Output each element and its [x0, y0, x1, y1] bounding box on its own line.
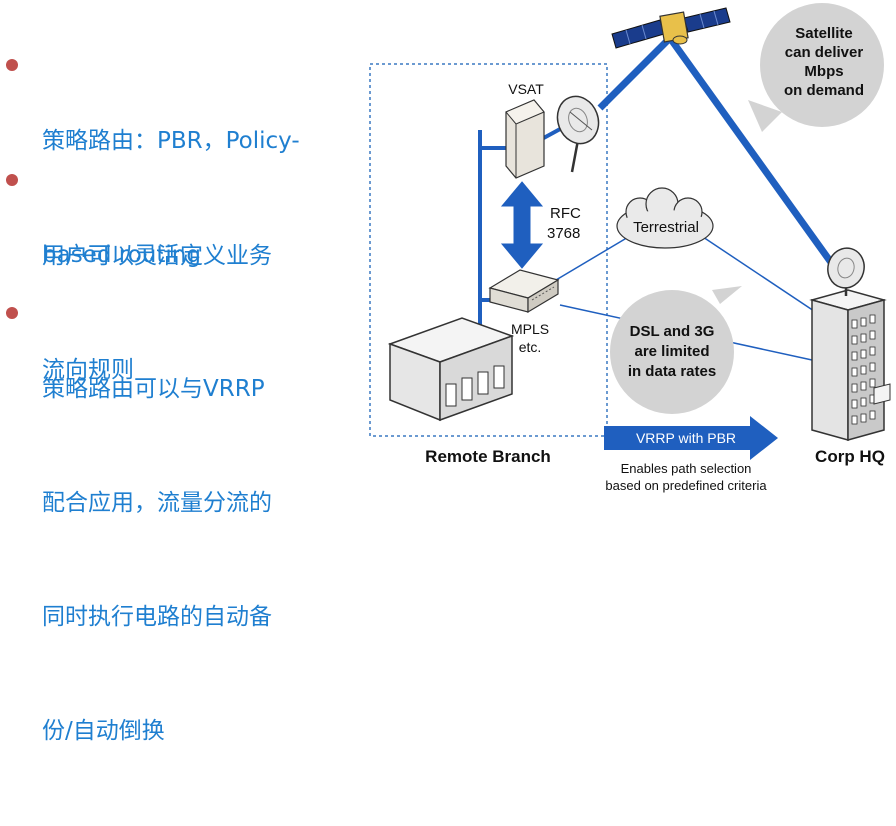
satellite-bubble	[748, 3, 884, 132]
satellite-bubble-line3: Mbps	[804, 63, 843, 80]
caption-line2: based on predefined criteria	[605, 478, 767, 493]
dsl-bubble	[610, 286, 742, 414]
satellite-downlink	[667, 35, 838, 271]
satellite-bubble-line2: can deliver	[785, 44, 864, 61]
bullet-dot	[6, 307, 18, 319]
remote-branch-label: Remote Branch	[425, 447, 551, 466]
satellite-bubble-line4: on demand	[784, 82, 864, 99]
bullet-text: 策略路由：PBR，Policy- based routing	[42, 46, 342, 350]
vsat-dish-icon	[556, 95, 600, 173]
terrestrial-label: Terrestrial	[633, 219, 699, 236]
rfc-label-line1: RFC	[550, 205, 581, 222]
bullet-line: 用户可以灵活定义业务	[42, 243, 272, 269]
vsat-label: VSAT	[508, 81, 544, 97]
satellite-icon	[611, 7, 731, 49]
bullet-line: 流向规则	[42, 357, 134, 383]
remote-branch-building	[387, 317, 515, 422]
vsat-modem	[505, 99, 545, 179]
mpls-label-line1: MPLS	[511, 321, 549, 337]
rfc-double-arrow	[500, 181, 544, 269]
vrrp-arrow	[604, 416, 778, 460]
bullet-line: 同时执行电路的自动备	[42, 604, 272, 630]
mpls-terrestrial-link	[555, 235, 631, 281]
mpls-router	[488, 269, 560, 314]
hq-dish-icon	[827, 247, 865, 296]
bullet-line: based routing	[42, 242, 201, 268]
dsl-bubble-line2: are limited	[634, 343, 709, 360]
bullet-line: 策略路由可以与VRRP	[42, 376, 265, 402]
dsl-bubble-line3: in data rates	[628, 363, 716, 380]
dsl-bubble-line1: DSL and 3G	[630, 323, 715, 340]
vrrp-arrow-label: VRRP with PBR	[636, 430, 736, 446]
rfc-label-line2: 3768	[547, 225, 580, 242]
corp-hq-building	[809, 289, 891, 441]
bullet-dot	[6, 59, 18, 71]
bullet-dot	[6, 174, 18, 186]
terrestrial-cloud-icon	[616, 187, 714, 249]
bullet-line: 份/自动倒换	[42, 718, 165, 744]
network-diagram: VSAT RFC 3768 Terrestrial MPLS etc. Sate…	[369, 3, 891, 493]
satellite-bubble-line1: Satellite	[795, 25, 853, 42]
mpls-label-line2: etc.	[519, 339, 542, 355]
caption-line1: Enables path selection	[621, 461, 752, 476]
satellite-uplink	[597, 35, 673, 111]
corp-hq-label: Corp HQ	[815, 447, 885, 466]
bullet-text: 用户可以灵活定义业务 流向规则	[42, 161, 342, 465]
bullet-line: 策略路由：PBR，Policy-	[42, 128, 300, 154]
